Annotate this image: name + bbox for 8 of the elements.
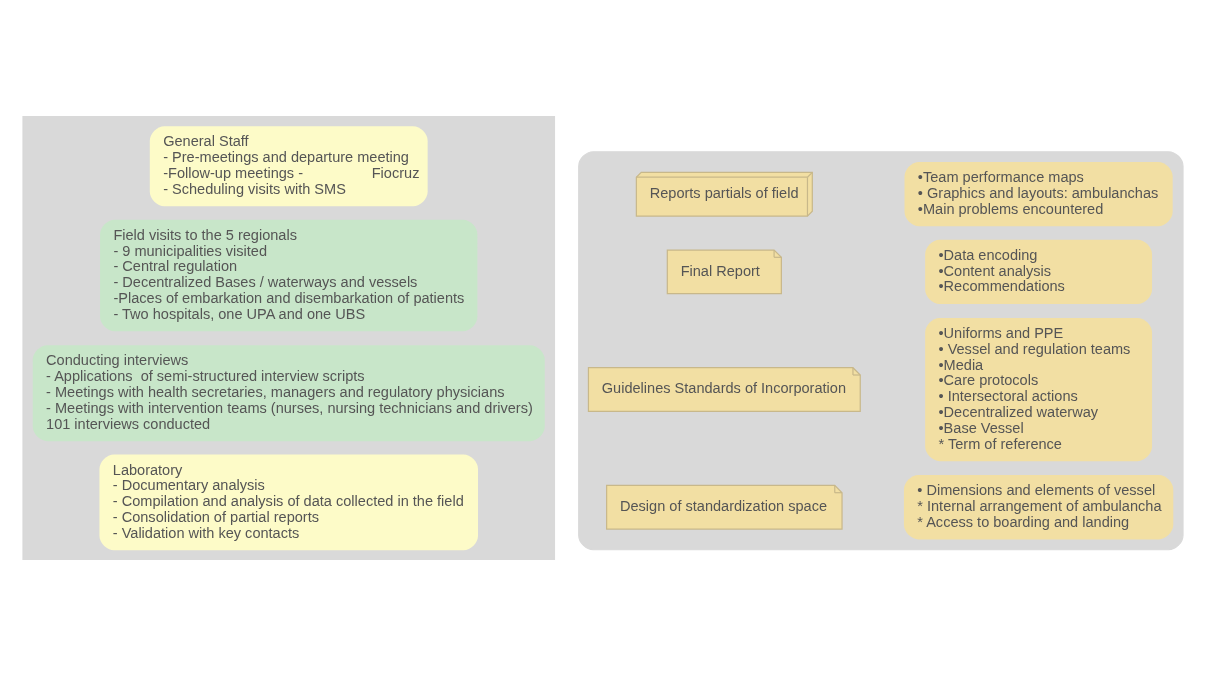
node-box: •Uniforms and PPE • Vessel and regulation teams •Media •Care protocols • Intersectoral actions •Decentralized waterway •Base Vessel * Term of reference (925, 317, 1153, 461)
node-box: Laboratory - Documentary analysis - Compilation and analysis of data collected in the field - Consolidation of partial reports - Validation with key contacts (99, 454, 478, 550)
node-box: •Data encoding •Content analysis •Recommendations (925, 239, 1153, 304)
cluster (578, 150, 1184, 550)
cluster (22, 115, 556, 560)
node-box: •Team performance maps • Graphics and layouts: ambulanchas •Main problems encountered (904, 161, 1173, 226)
node-box: General Staff - Pre-meetings and departure meeting -Follow-up meetings - Fiocruz - Scheduling visits with SMS (149, 125, 428, 206)
node-box: • Dimensions and elements of vessel * Internal arrangement of ambulancha * Access to boarding and landing (903, 474, 1174, 539)
